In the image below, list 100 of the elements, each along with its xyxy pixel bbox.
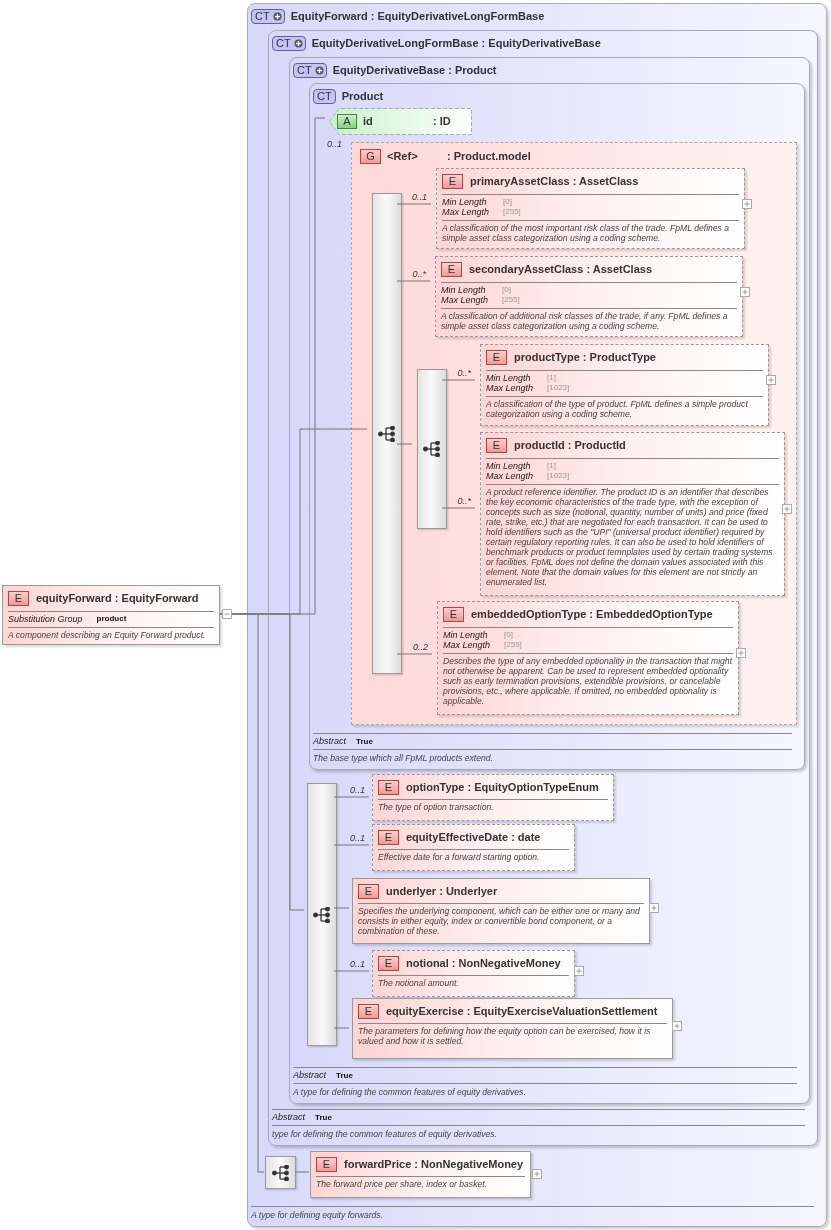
facet-label: Min Length (443, 629, 488, 640)
element-badge: E (8, 590, 29, 606)
connector-line (396, 443, 413, 445)
complex-type-box (309, 83, 805, 770)
facet-label: Max Length (442, 206, 490, 217)
property-value: True (356, 735, 373, 748)
element-box (352, 998, 673, 1059)
element-box (372, 774, 614, 821)
facet-label: Max Length (443, 639, 491, 650)
group-type: : Product.model (447, 149, 531, 164)
type-badge: CT (293, 62, 327, 78)
facet-label: Substitution Group (8, 613, 83, 624)
description-text: A classification of additional risk classes of the trade, if any. FpML defines a simple asset class categorization using a coding scheme. (441, 310, 729, 331)
element-box (310, 1151, 531, 1198)
connector-line (333, 970, 370, 972)
element-box (435, 256, 743, 337)
connector-line (333, 796, 370, 798)
description-text: The parameters for defining how the equity option can be exercised, how it is valued and how it is settled. (358, 1025, 652, 1046)
property-value: True (315, 1111, 332, 1124)
facet-value: [0] (502, 284, 512, 295)
description-text: Describes the type of any embedded optionality in the transaction that might not otherwise be apparent. Can be used to represent embedded optionality such as early termination provisions, extendible provisions, or cancelable provisions, etc., where applicable. If omitted, no embedded optionality is applicable. (443, 655, 733, 706)
connector-line (396, 280, 431, 282)
description-text: The type of option transaction. (378, 801, 495, 812)
cardinality-label: 0..1 (327, 138, 342, 151)
element-box (436, 168, 745, 249)
element-title: equityForward : EquityForward (36, 591, 199, 606)
description-text: A classification of the type of product. FpML defines a simple product categorization using a coding scheme. (486, 398, 749, 419)
element-title: underlyer : Underlyer (386, 884, 498, 899)
facet-label: Max Length (486, 382, 534, 393)
description-text: The forward price per share, index or basket. (316, 1178, 488, 1189)
facet-value: [255] (503, 206, 521, 217)
facet-label: Min Length (486, 372, 531, 383)
facet-value: [1] (547, 372, 557, 383)
facet-value: [255] (502, 294, 520, 305)
connector-line (294, 1171, 310, 1173)
element-badge: E (442, 173, 463, 189)
cardinality-label: 0..2 (412, 641, 428, 654)
attribute-box (329, 108, 472, 135)
connector-line (219, 613, 265, 1173)
description-text: A classification of the most important risk class of the trade. FpML defines a simple asset class categorization using a coding scheme. (442, 222, 731, 243)
element-box (352, 878, 650, 944)
type-title: Product (341, 89, 384, 104)
facet-value: [1] (547, 460, 557, 471)
element-box (437, 601, 739, 715)
sequence-bar (307, 783, 337, 1046)
type-title: EquityDerivativeBase : Product (332, 63, 497, 78)
description-text: Specifies the underlying component, which can be either one or many and consists in either equity, index or convertible bond component, or a combination of these. (358, 905, 641, 936)
sequence-bar (417, 369, 447, 529)
facet-label: Min Length (441, 284, 486, 295)
facet-label: Max Length (441, 294, 489, 305)
connector-line (333, 1027, 350, 1029)
element-box (2, 585, 220, 645)
cardinality-label: 0..* (456, 495, 471, 508)
type-badge: CT (272, 35, 306, 51)
element-box (480, 432, 785, 596)
element-title: secondaryAssetClass : AssetClass (469, 262, 653, 277)
element-title: forwardPrice : NonNegativeMoney (344, 1157, 524, 1172)
attribute-type: : ID (433, 114, 451, 129)
property-value: True (336, 1069, 353, 1082)
group-box (351, 142, 797, 725)
element-badge: E (378, 829, 399, 845)
description-text: The notional amount. (378, 977, 460, 988)
type-badge: CT (313, 88, 336, 104)
element-badge: E (378, 955, 399, 971)
property-label: Abstract (293, 1068, 326, 1082)
facet-label: Max Length (486, 470, 534, 481)
facet-value: [1023] (547, 470, 570, 481)
property-label: Abstract (313, 734, 346, 748)
attribute-name: id (363, 114, 374, 129)
element-title: equityEffectiveDate : date (406, 830, 541, 845)
group-name: <Ref> (387, 149, 419, 164)
facet-label: Min Length (486, 460, 531, 471)
connector-line (441, 379, 476, 381)
type-badge: CT (251, 8, 285, 24)
sequence-bar (265, 1156, 296, 1189)
cardinality-label: 0..* (456, 367, 471, 380)
facet-value: [0] (504, 629, 514, 640)
cardinality-label: 0..1 (349, 832, 365, 845)
element-badge: E (443, 606, 464, 622)
description-text: A type for defining the common features of equity derivatives. (293, 1087, 527, 1097)
element-title: optionType : EquityOptionTypeEnum (406, 780, 599, 795)
facet-label: Min Length (442, 196, 487, 207)
facet-value: [255] (504, 639, 522, 650)
type-title: EquityDerivativeLongFormBase : EquityDerivativeBase (311, 36, 601, 51)
element-box (372, 950, 575, 997)
description-text: A component describing an Equity Forward product. (8, 629, 207, 640)
element-badge: E (486, 437, 507, 453)
cardinality-label: 0..* (411, 268, 426, 281)
description-text: Effective date for a forward starting option. (378, 851, 541, 862)
description-text: A type for defining equity forwards. (251, 1210, 384, 1220)
group-badge: G (360, 148, 381, 164)
description-text: type for defining the common features of equity derivatives. (272, 1129, 498, 1139)
element-box (480, 344, 769, 426)
description-text: A product reference identifier. The product ID is an identifier that describes the key economic characteristics of the trade type, with the exception of concepts such as size (notional, quantity, number of units) and price (fixed rate, strike, etc.) that are negotiated for each transaction. It can be used to hold identifiers such as the "UPI" (universal product identifier) required by certain regulatory reporting rules. It can also be used to hold identifiers of benchmark products or product temnplates used by certain trading systems or facilities. FpML does not define the domain values associated with this element. Note that the domain values for this element are not strictly an enumerated list. (486, 486, 774, 587)
facet-value: [0] (503, 196, 513, 207)
element-badge: E (358, 883, 379, 899)
connector-line (333, 844, 370, 846)
connector-line (441, 507, 476, 509)
connector-line (396, 203, 432, 205)
element-badge: E (486, 349, 507, 365)
